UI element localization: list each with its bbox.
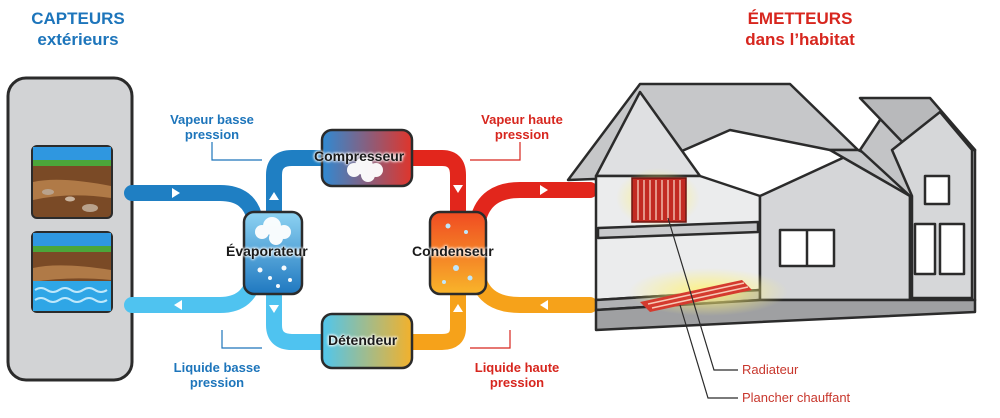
water-source-icon	[31, 231, 113, 313]
outdoor-sources-panel	[6, 76, 134, 382]
low-pressure-vapor-label: Vapeur basse pression	[170, 112, 254, 142]
ground-source-icon	[31, 145, 113, 219]
low-pressure-liquid-pipe	[266, 282, 330, 350]
high-pressure-liquid-label: Liquide haute pression	[474, 360, 560, 390]
high-pressure-vapor-label: Vapeur haute pression	[481, 112, 563, 142]
sources-title: CAPTEURS	[31, 9, 125, 28]
house-illustration	[566, 82, 977, 332]
compressor-box	[320, 128, 414, 188]
emitter-callouts	[667, 217, 738, 399]
floor-heating-label: Plancher chauffant	[742, 390, 851, 405]
high-pressure-liquid-pipe	[404, 282, 466, 350]
emitter-supply-pipe	[470, 182, 598, 228]
expansion-valve-box	[320, 312, 414, 370]
low-pressure-vapor-pipe	[266, 150, 330, 223]
evaporator-box	[242, 210, 304, 296]
expansion-valve-label: Détendeur	[328, 332, 398, 348]
source-return-pipe	[124, 267, 263, 313]
emitters-subtitle: dans l’habitat	[745, 30, 855, 49]
sources-heading: CAPTEURS extérieurs	[20, 8, 136, 50]
floor-heating-icon	[628, 268, 788, 316]
emitters-heading: ÉMETTEURS dans l’habitat	[726, 8, 874, 50]
evaporator-label: Évaporateur	[226, 243, 308, 259]
source-supply-pipe	[124, 185, 263, 228]
radiator-label: Radiateur	[742, 362, 799, 377]
low-pressure-liquid-label: Liquide basse pression	[173, 360, 261, 390]
high-pressure-vapor-pipe	[404, 150, 466, 223]
state-callouts	[211, 142, 262, 349]
emitter-return-pipe	[470, 270, 598, 313]
state-callouts-hot	[470, 142, 521, 349]
compressor-label: Compresseur	[314, 148, 405, 164]
radiator-icon	[616, 168, 700, 228]
sources-subtitle: extérieurs	[37, 30, 119, 49]
emitters-title: ÉMETTEURS	[747, 9, 853, 28]
condenser-box	[428, 210, 488, 296]
condenser-label: Condenseur	[412, 243, 494, 259]
